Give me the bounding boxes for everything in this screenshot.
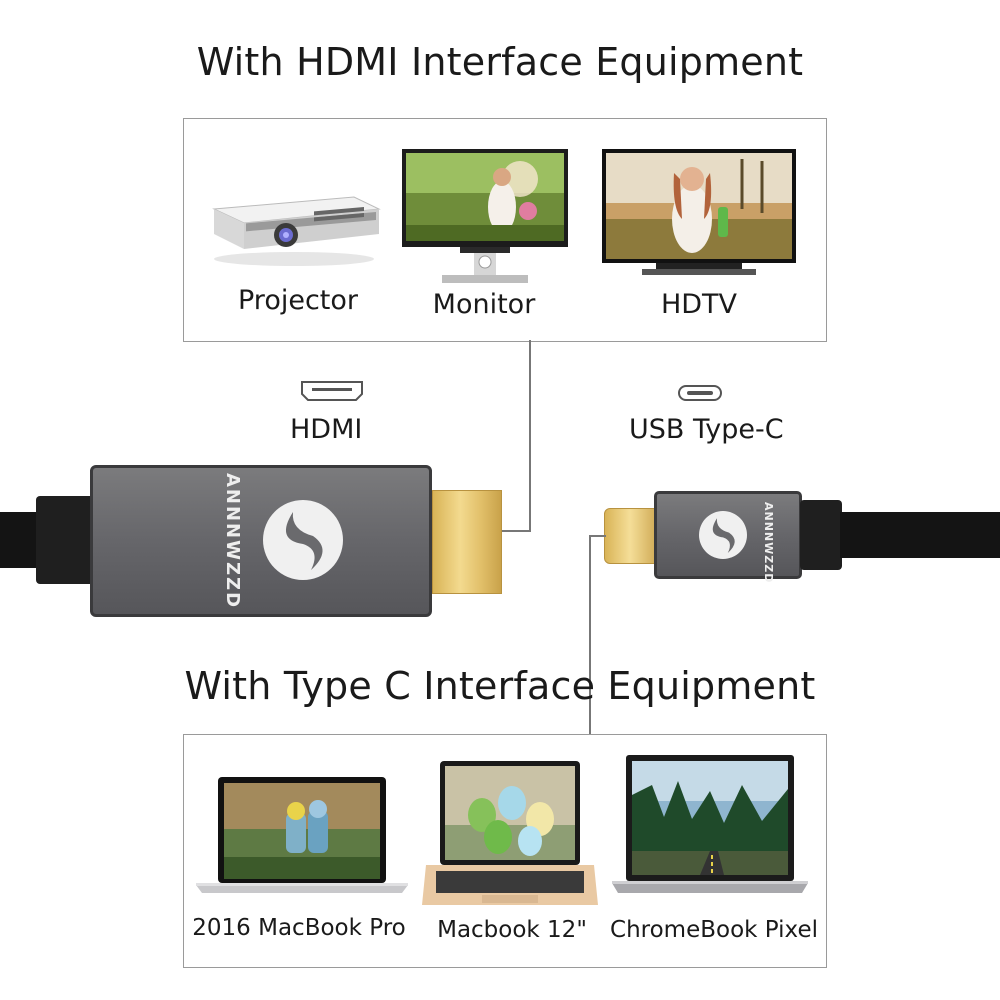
usbc-connector-line-horizontal (590, 535, 606, 537)
usbc-side-cable (840, 512, 1000, 558)
usbc-port-icon (677, 384, 723, 402)
usbc-brand-logo (699, 511, 747, 559)
hdmi-brand-logo (263, 500, 343, 580)
hdtv-label: HDTV (660, 289, 738, 320)
macbook-pro-image (196, 777, 408, 899)
hdmi-devices-panel: Projector Monitor (183, 118, 827, 342)
chromebook-pixel-image (612, 755, 808, 897)
hdmi-connector-housing: ANNNWZZD (90, 465, 432, 617)
usbc-connector-housing: ANNNWZZD (654, 491, 802, 584)
chromebook-pixel-label: ChromeBook Pixel (610, 917, 818, 943)
usbc-port-label: USB Type-C (629, 414, 784, 445)
hdtv-image (602, 149, 796, 277)
monitor-image (402, 149, 568, 285)
macbook-12-image (422, 761, 598, 907)
hdmi-port-label: HDMI (290, 414, 363, 445)
hdmi-port-icon (300, 380, 364, 402)
monitor-label: Monitor (432, 289, 536, 320)
usbc-connector-line-vertical (589, 535, 591, 735)
projector-label: Projector (238, 285, 358, 316)
hdmi-brand-text: ANNNWZZD (222, 472, 243, 610)
hdmi-connector-line-vertical (529, 340, 531, 532)
typec-section-heading: With Type C Interface Equipment (184, 664, 816, 708)
hdmi-strain-relief (36, 496, 96, 584)
macbook-12-label: Macbook 12" (437, 917, 587, 943)
typec-devices-panel: 2016 MacBook Pro Macbook 12" (183, 734, 827, 968)
projector-image (204, 179, 384, 269)
usbc-strain-relief (800, 500, 842, 570)
hdmi-gold-plug (432, 490, 502, 594)
usbc-gold-plug (604, 508, 656, 564)
hdmi-connector-line-horizontal (500, 530, 531, 532)
usbc-brand-text: ANNNWZZD (762, 502, 775, 584)
hdmi-side-cable (0, 512, 40, 568)
macbook-pro-label: 2016 MacBook Pro (192, 915, 406, 941)
hdmi-section-heading: With HDMI Interface Equipment (196, 40, 804, 84)
